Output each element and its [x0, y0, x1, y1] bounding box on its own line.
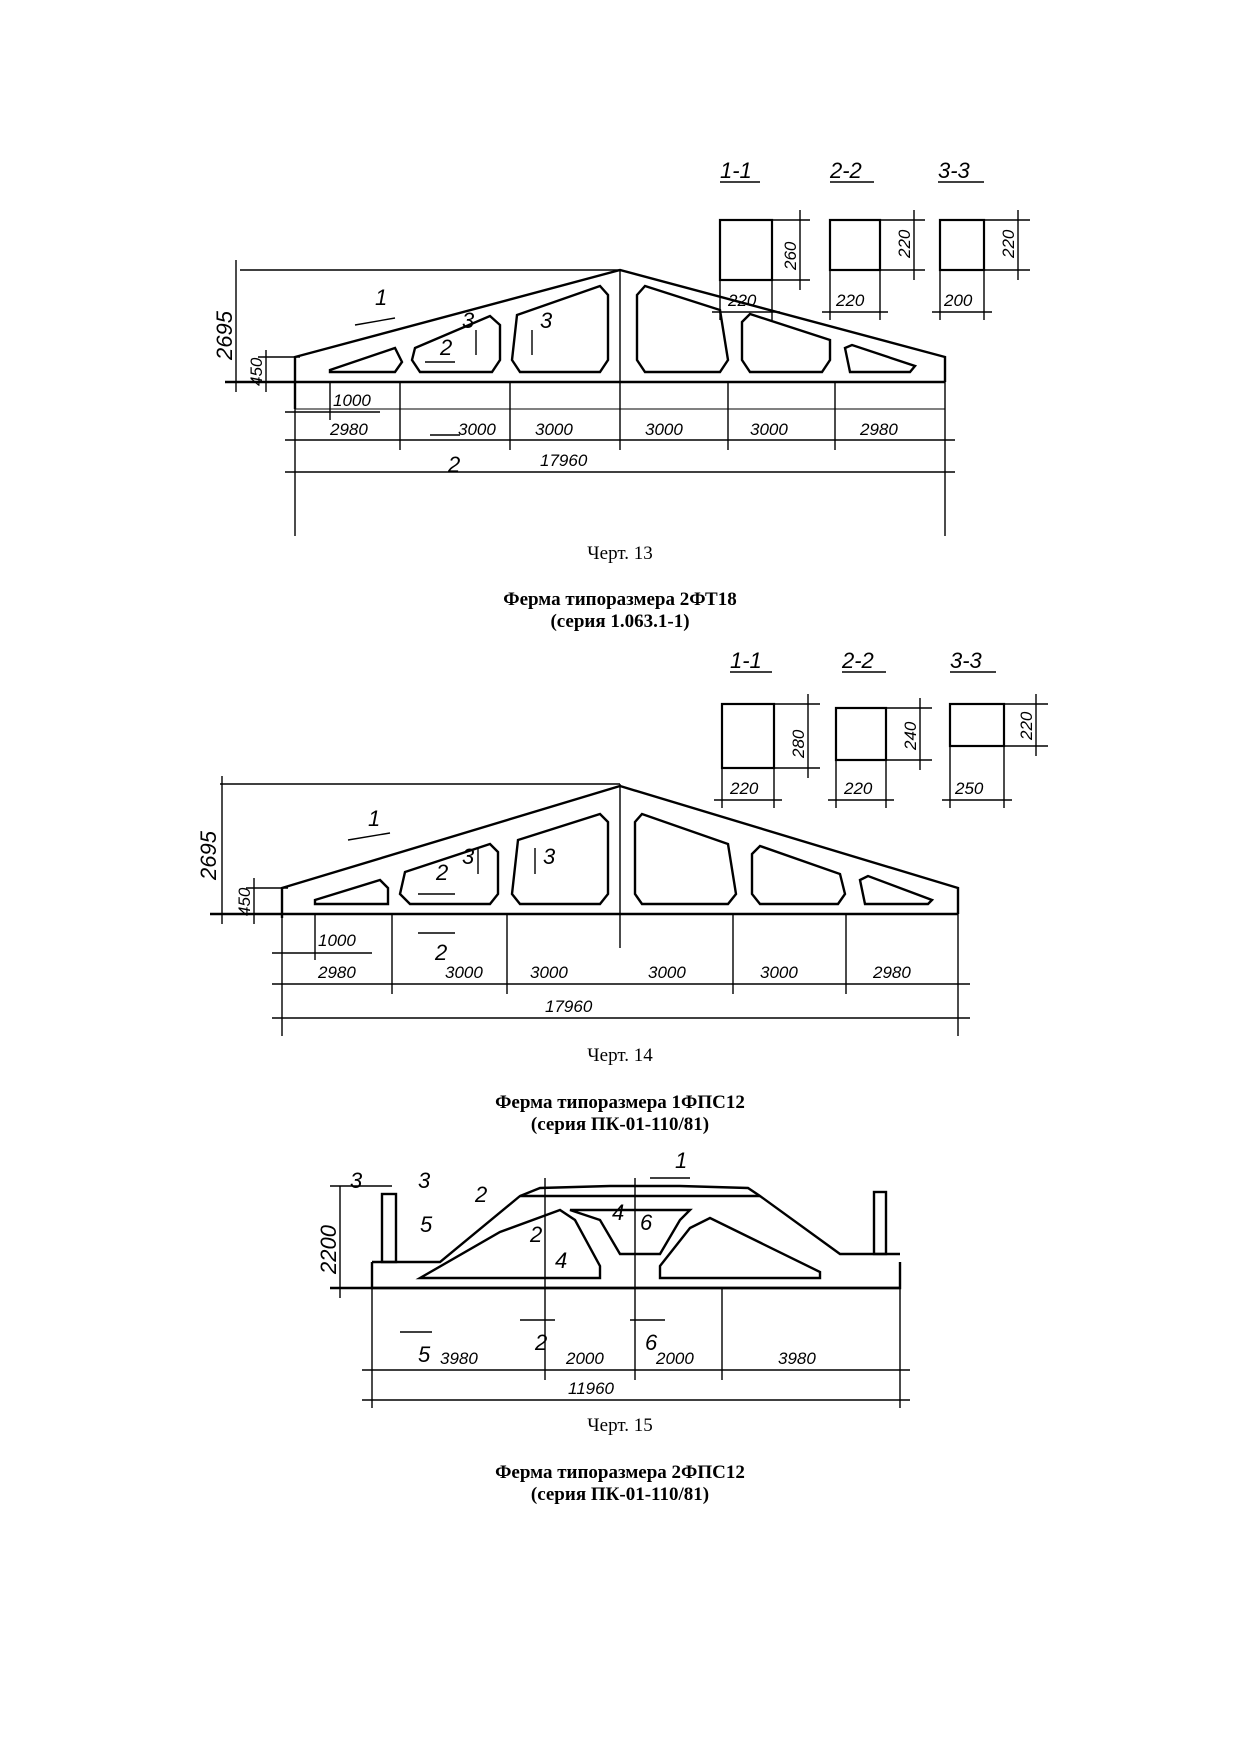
height-total: 2695: [212, 310, 237, 361]
cut-label-4b: 4: [555, 1248, 567, 1273]
span-6: 2980: [872, 963, 911, 982]
span-2: 3000: [445, 963, 483, 982]
cut-label-1: 1: [368, 806, 380, 831]
title-14-line1: Ферма типоразмера 2ФТ18: [503, 589, 737, 610]
truss-openings: [313, 812, 935, 906]
section-2-2-height: 220: [895, 229, 914, 259]
height-end: 450: [235, 887, 254, 916]
height-end: 450: [247, 357, 266, 386]
title-14-line2: (серия 1.063.1-1): [550, 611, 690, 632]
truss-outline: [210, 783, 960, 948]
section-label-3-3: 3-3: [950, 648, 983, 673]
cut-label-2b: 2: [447, 452, 460, 477]
section-1-1-rect: [718, 218, 774, 282]
section-1-1-width: 220: [729, 779, 759, 798]
total-span: 11960: [568, 1379, 615, 1398]
section-3-3-rect: [948, 702, 1006, 748]
cut-label-5a: 5: [420, 1212, 433, 1237]
cut-label-2a: 2: [439, 335, 452, 360]
span-3: 3000: [530, 963, 568, 982]
section-2-2-width: 220: [835, 291, 865, 310]
height-total: 2695: [196, 830, 221, 881]
cut-label-6a: 6: [640, 1210, 653, 1235]
span-4: 3000: [645, 420, 683, 439]
cut-label-1: 1: [675, 1150, 687, 1173]
span-1: 2980: [317, 963, 356, 982]
truss-openings: [328, 284, 918, 374]
section-label-2-2: 2-2: [841, 648, 874, 673]
section-3-3-height: 220: [999, 229, 1018, 259]
cut-label-4a: 4: [612, 1200, 624, 1225]
section-2-2-width: 220: [843, 779, 873, 798]
span-3: 2000: [655, 1349, 694, 1368]
cut-label-2b: 2: [529, 1222, 542, 1247]
span-1: 2980: [329, 420, 368, 439]
height-total: 2200: [316, 1224, 341, 1275]
caption-14: Черт. 14: [587, 1045, 653, 1066]
truss-drawing-14: 1-1 2-2 3-3 280 220 240 220 220 250 1 2 …: [0, 648, 1240, 1038]
section-3-3-height: 220: [1017, 711, 1036, 741]
caption-13: Черт. 13: [587, 543, 653, 564]
section-3-3-width: 250: [954, 779, 984, 798]
truss-outline: [330, 1184, 902, 1290]
section-1-1-rect: [720, 702, 776, 770]
title-15-line1: Ферма типоразмера 1ФПС12: [495, 1092, 745, 1113]
total-span: 17960: [545, 997, 593, 1016]
cut-label-2b: 2: [434, 940, 447, 965]
span-2: 3000: [458, 420, 496, 439]
cut-label-5b: 5: [418, 1342, 431, 1367]
truss-outline: [225, 268, 947, 450]
cut-label-1: 1: [375, 285, 387, 310]
cut-label-2a: 2: [474, 1182, 487, 1207]
section-label-1-1: 1-1: [720, 158, 752, 183]
span-5: 3000: [750, 420, 788, 439]
cut-label-3a: 3: [462, 308, 475, 333]
cut-label-2c: 2: [534, 1330, 547, 1355]
span-1: 3980: [440, 1349, 478, 1368]
cut-label-3a: 3: [350, 1168, 363, 1193]
title-16-line2: (серия ПК-01-110/81): [530, 1484, 710, 1505]
cut-label-3b: 3: [543, 844, 556, 869]
truss-drawing-13: 1-1 2-2 3-3 260 220 220 220 220 200 1: [0, 150, 1240, 540]
truss-drawing-15: 1 2 2 2 3 3 4 4 5 5 6 6 2200 3980 2000 2…: [0, 1150, 1240, 1410]
section-label-1-1: 1-1: [730, 648, 762, 673]
cut-label-2a: 2: [435, 860, 448, 885]
span-5: 3000: [760, 963, 798, 982]
section-1-1-height: 280: [789, 729, 808, 759]
section-2-2-rect: [834, 706, 888, 762]
title-14: Ферма типоразмера 2ФТ18 (серия 1.063.1-1…: [0, 589, 1240, 633]
section-label-3-3: 3-3: [938, 158, 971, 183]
title-16-line1: Ферма типоразмера 2ФПС12: [495, 1462, 745, 1483]
span-3: 3000: [535, 420, 573, 439]
truss-openings: [415, 1208, 822, 1280]
caption-15: Черт. 15: [587, 1415, 653, 1436]
section-2-2-height: 240: [901, 721, 920, 751]
cut-label-3b: 3: [540, 308, 553, 333]
section-2-2-rect: [828, 218, 882, 272]
bottom-offset: 1000: [333, 391, 371, 410]
section-3-3-width: 200: [943, 291, 973, 310]
span-6: 2980: [859, 420, 898, 439]
cut-label-3a: 3: [462, 844, 475, 869]
span-4: 3980: [778, 1349, 816, 1368]
cut-label-3b: 3: [418, 1168, 431, 1193]
span-2: 2000: [565, 1349, 604, 1368]
total-span: 17960: [540, 451, 588, 470]
span-4: 3000: [648, 963, 686, 982]
bottom-offset: 1000: [318, 931, 356, 950]
section-3-3-rect: [938, 218, 986, 272]
section-label-2-2: 2-2: [829, 158, 862, 183]
section-1-1-height: 260: [781, 241, 800, 271]
cut-label-6b: 6: [645, 1330, 658, 1355]
title-15-line2: (серия ПК-01-110/81): [530, 1114, 710, 1135]
title-16: Ферма типоразмера 2ФПС12 (серия ПК-01-11…: [0, 1462, 1240, 1506]
title-15: Ферма типоразмера 1ФПС12 (серия ПК-01-11…: [0, 1092, 1240, 1136]
